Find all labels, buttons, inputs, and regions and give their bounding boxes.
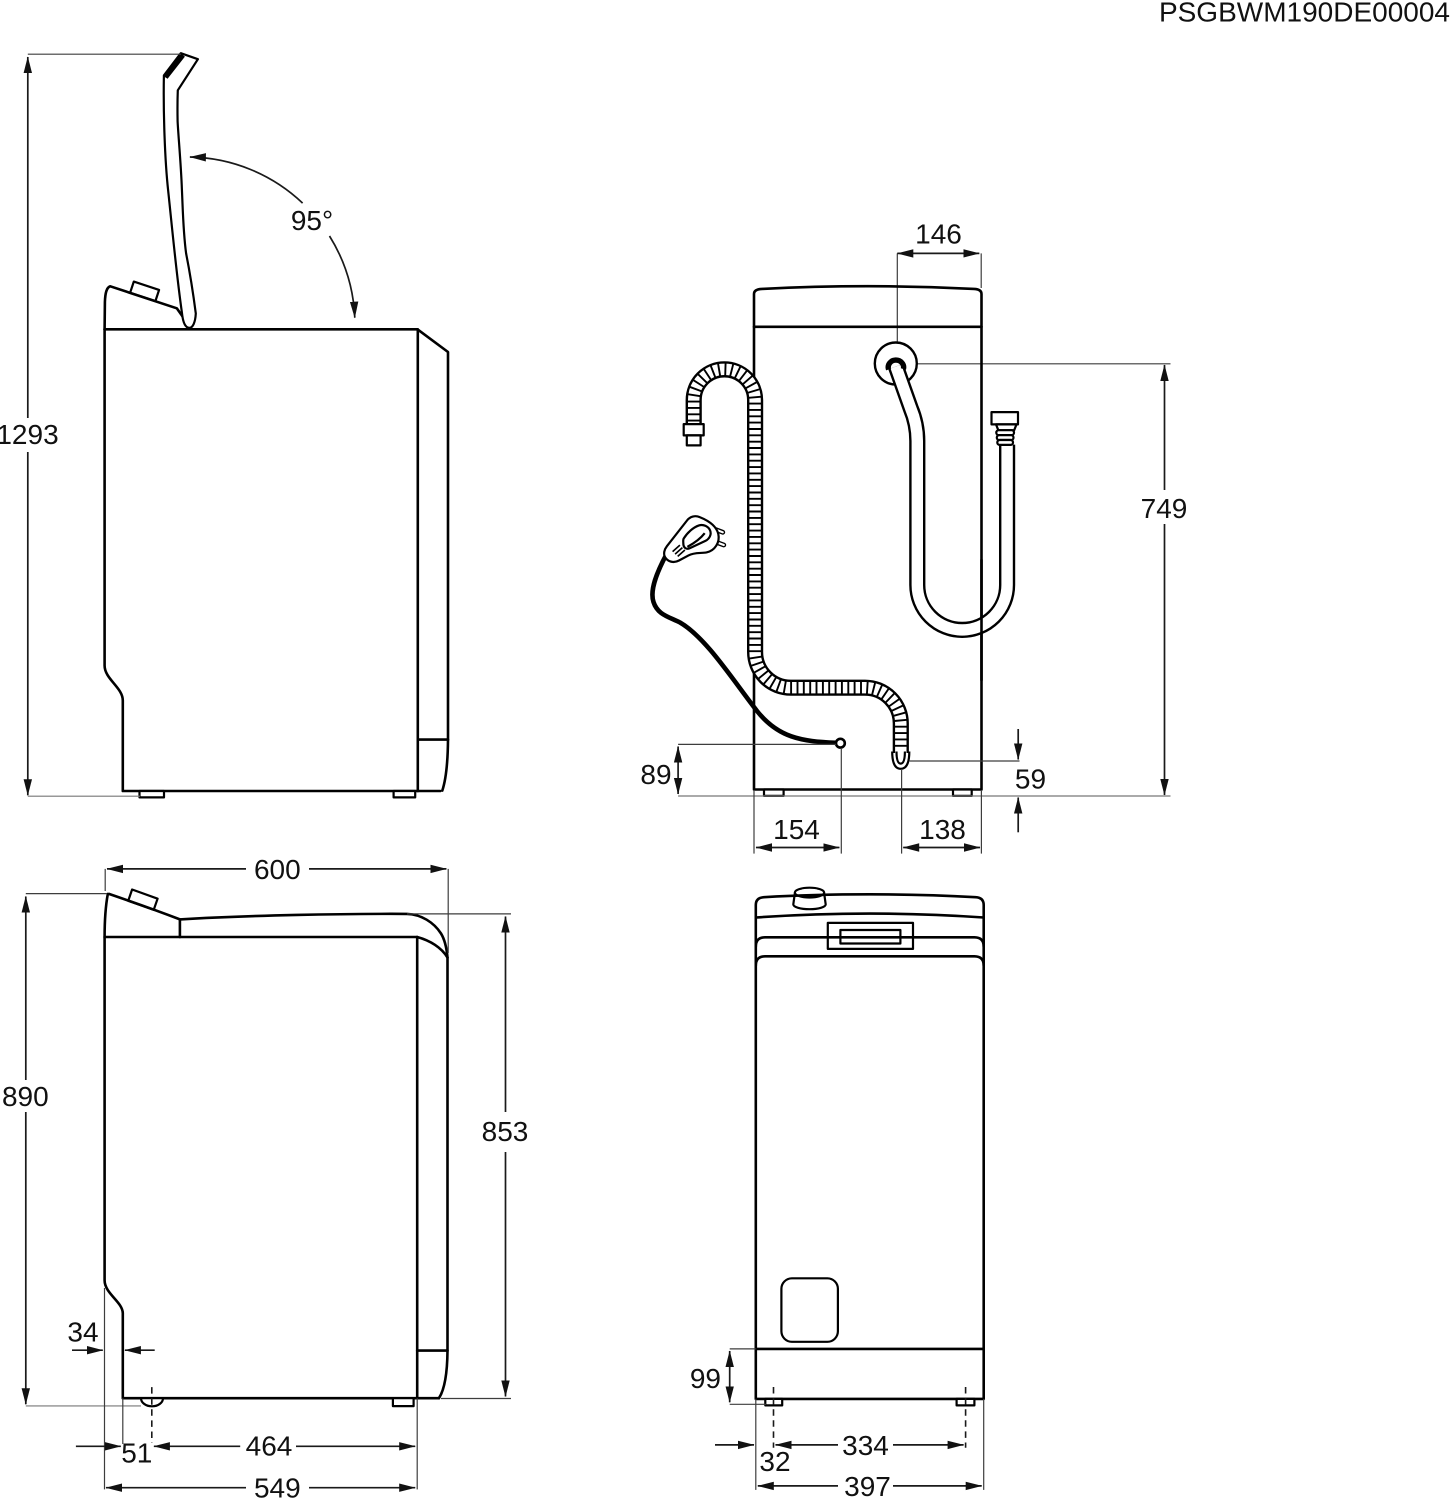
svg-text:59: 59	[1015, 764, 1046, 795]
svg-text:749: 749	[1141, 493, 1188, 524]
svg-text:138: 138	[919, 814, 966, 845]
svg-text:464: 464	[246, 1430, 293, 1461]
svg-text:154: 154	[773, 814, 820, 845]
svg-text:334: 334	[842, 1430, 889, 1461]
svg-text:397: 397	[844, 1471, 891, 1500]
svg-text:PSGBWM190DE00004: PSGBWM190DE00004	[1159, 0, 1450, 28]
svg-text:95°: 95°	[291, 205, 333, 236]
svg-text:51: 51	[121, 1438, 152, 1469]
svg-text:1293: 1293	[0, 419, 59, 450]
svg-text:99: 99	[690, 1363, 721, 1394]
svg-text:34: 34	[67, 1317, 98, 1348]
svg-text:146: 146	[915, 219, 962, 250]
svg-text:549: 549	[254, 1473, 301, 1500]
svg-text:890: 890	[2, 1081, 49, 1112]
svg-text:89: 89	[640, 759, 671, 790]
svg-text:32: 32	[759, 1446, 790, 1477]
svg-text:853: 853	[482, 1116, 529, 1147]
svg-text:600: 600	[254, 854, 301, 885]
